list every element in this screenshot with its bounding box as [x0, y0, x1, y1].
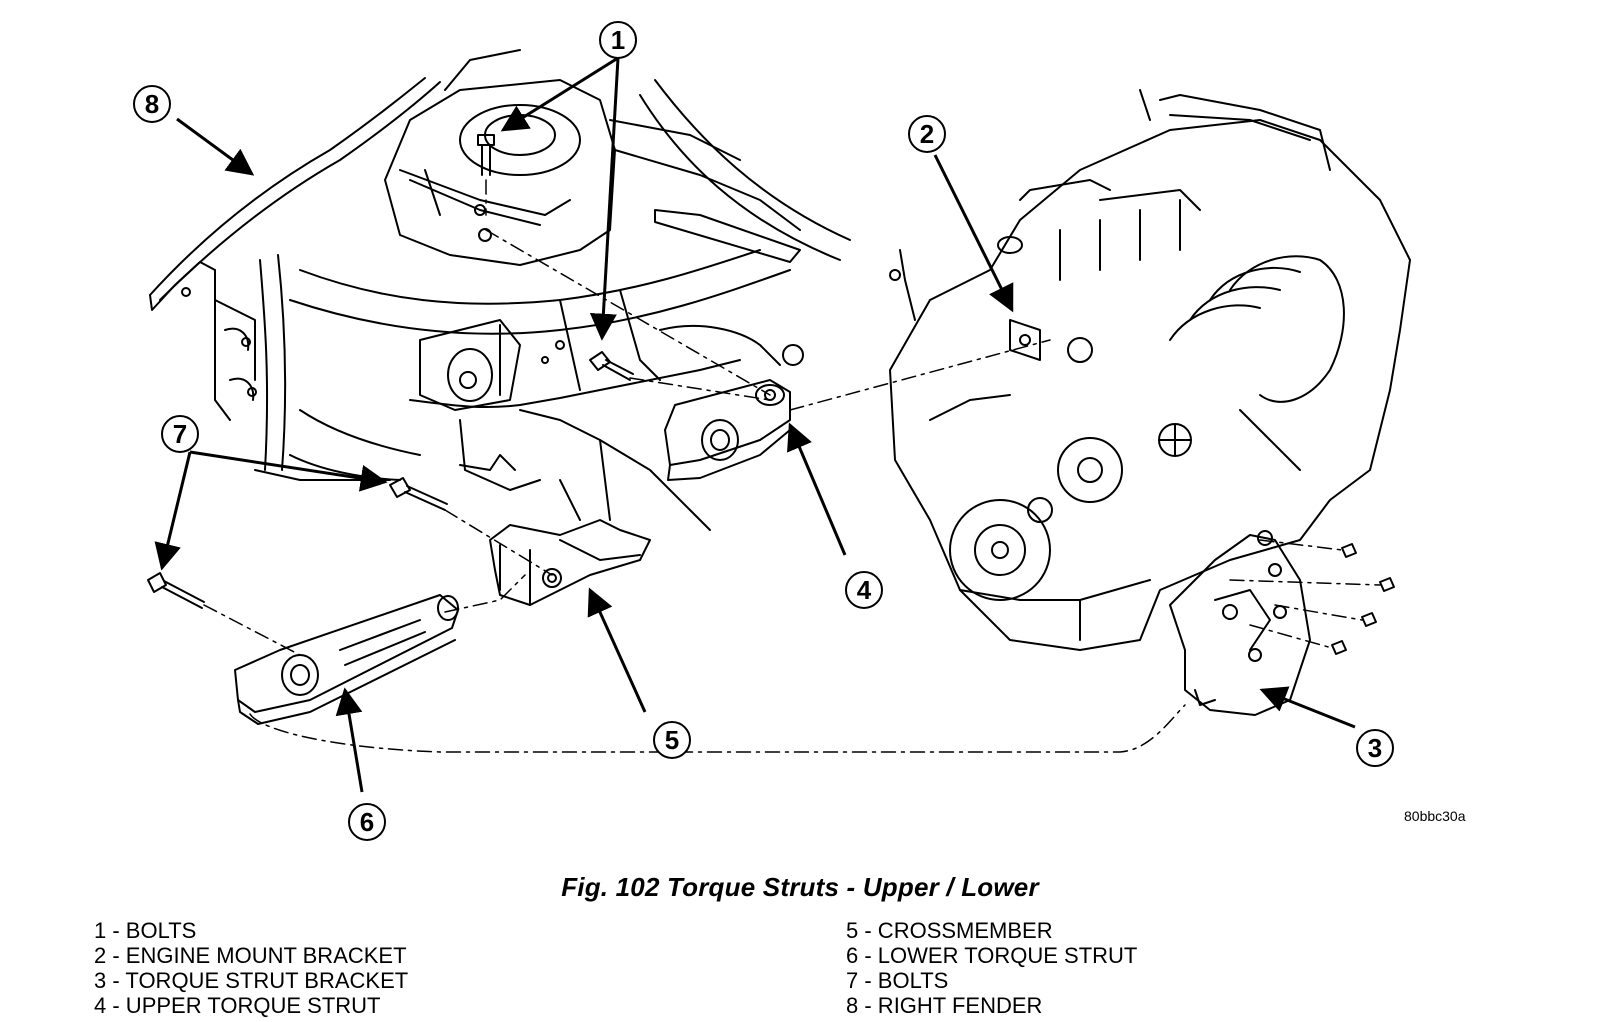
assembly-lines [203, 179, 1381, 753]
callout-7: 7 [161, 415, 199, 453]
legend-text: - LOWER TORQUE STRUT [858, 943, 1138, 968]
legend-number: 7 [846, 968, 859, 993]
right-fender-drawing [149, 77, 441, 471]
svg-text:7: 7 [173, 419, 187, 449]
callout-3: 3 [1356, 729, 1394, 767]
legend-text: - CROSSMEMBER [858, 918, 1053, 943]
legend-number: 5 [846, 918, 859, 943]
legend-text: - UPPER TORQUE STRUT [106, 993, 381, 1018]
torque-strut-bracket-drawing [1169, 530, 1311, 716]
legend-number: 2 [94, 943, 107, 968]
legend-number: 3 [94, 968, 107, 993]
legend-item-right-fender: 8 - RIGHT FENDER [846, 993, 1137, 1018]
svg-text:2: 2 [920, 119, 934, 149]
svg-text:4: 4 [857, 575, 872, 605]
lower-torque-strut-drawing [234, 594, 459, 725]
legend-item-engine-mount-bracket: 2 - ENGINE MOUNT BRACKET [94, 943, 408, 968]
legend-number: 4 [94, 993, 107, 1018]
leader-arrows [154, 56, 1356, 793]
svg-text:8: 8 [145, 89, 159, 119]
callout-4: 4 [845, 571, 883, 609]
legend-right-column: 5 - CROSSMEMBER 6 - LOWER TORQUE STRUT 7… [846, 918, 1137, 1018]
figure-reference-code: 80bbc30a [1404, 808, 1466, 824]
legend-text: - RIGHT FENDER [858, 993, 1043, 1018]
legend-item-bolts: 1 - BOLTS [94, 918, 408, 943]
crossmember-drawing [489, 409, 711, 606]
legend-left-column: 1 - BOLTS 2 - ENGINE MOUNT BRACKET 3 - T… [94, 918, 408, 1018]
upper-torque-strut-drawing [664, 379, 791, 481]
legend-item-bolts-7: 7 - BOLTS [846, 968, 1137, 993]
engine-drawing [889, 89, 1411, 651]
svg-text:6: 6 [360, 807, 374, 837]
legend-item-crossmember: 5 - CROSSMEMBER [846, 918, 1137, 943]
legend-item-lower-torque-strut: 6 - LOWER TORQUE STRUT [846, 943, 1137, 968]
vehicle-body-structure [254, 49, 851, 491]
svg-text:3: 3 [1368, 733, 1382, 763]
figure-caption: Fig. 102 Torque Struts - Upper / Lower [561, 872, 1039, 902]
legend-number: 1 [94, 918, 107, 943]
callout-6: 6 [348, 803, 386, 841]
legend-text: - ENGINE MOUNT BRACKET [106, 943, 407, 968]
legend-text: - BOLTS [106, 918, 197, 943]
svg-text:1: 1 [611, 25, 625, 55]
svg-text:5: 5 [665, 725, 679, 755]
callout-8: 8 [133, 85, 171, 123]
bolt-drawings [147, 134, 1395, 655]
legend-text: - TORQUE STRUT BRACKET [106, 968, 409, 993]
callout-5: 5 [653, 721, 691, 759]
legend-number: 8 [846, 993, 859, 1018]
legend-item-torque-strut-bracket: 3 - TORQUE STRUT BRACKET [94, 968, 408, 993]
legend-text: - BOLTS [858, 968, 949, 993]
callout-1: 1 [599, 21, 637, 59]
legend-number: 6 [846, 943, 859, 968]
legend-item-upper-torque-strut: 4 - UPPER TORQUE STRUT [94, 993, 408, 1018]
callout-2: 2 [908, 115, 946, 153]
